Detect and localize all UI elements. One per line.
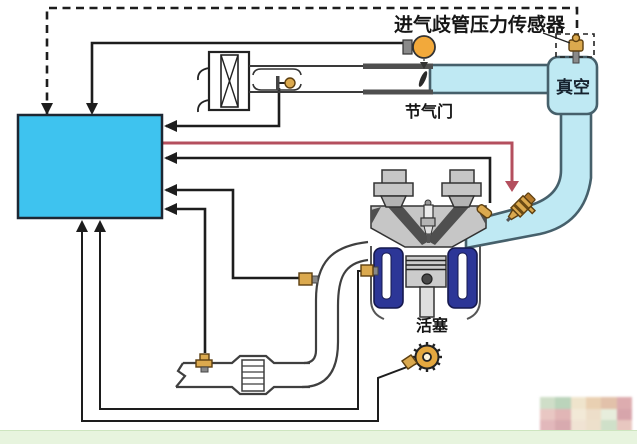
label-vacuum: 真空 [556,77,590,97]
piston [405,255,447,288]
crankshaft-gear [400,342,442,372]
oxygen-sensor-wire [164,203,207,353]
valve-cover-left [373,169,414,208]
air-inlet-hook-top [197,67,210,81]
intake-port-left [388,207,431,245]
exhaust-pipe-top [183,354,310,365]
intake-duct [249,65,365,93]
exhaust-downpipe-inner [303,240,369,365]
throttle-bore-vacuum [428,63,552,95]
intake-air-temp-sensor-wire [164,88,281,132]
label-leader-line [542,32,571,44]
throttle-valve [418,71,428,87]
wrist-pin [421,273,433,285]
valve-cover-right [441,169,482,208]
label-throttle: 节气门 [405,102,453,121]
crank-position-sensor-wire [76,220,408,422]
engine-top-sensor [476,204,493,219]
throttle-position-sensor [402,35,436,59]
block-temp-sensor [298,272,319,286]
gear-teeth [412,342,442,372]
throttle-body [363,59,433,95]
catalytic-converter [241,359,265,392]
watermark-mosaic [540,397,632,432]
intake-manifold-runner [464,106,593,250]
exhaust-system [175,240,369,396]
connecting-rod [419,286,435,318]
flow-vane-top [252,68,302,76]
label-piston: 活塞 [416,316,449,335]
intake-port-right [426,207,469,245]
crankshaft-position-sensor [400,354,419,370]
ecu-box [16,113,164,220]
engine-top-sensor-wire [164,152,492,203]
oxygen-sensor [195,353,213,373]
throttle-position-sensor-wire [86,41,406,115]
throttle-link-pointer [420,62,428,69]
footer-bar [0,430,637,444]
intake-air-temp-sensor [276,76,296,90]
injector-side-pin [526,205,537,215]
label-map-sensor: 进气歧管压力传感器 [394,13,566,36]
gear-center-hole [422,352,432,362]
exhaust-pipe-bottom [176,385,310,396]
air-inlet-hook-bottom [197,99,210,113]
fuel-injector [506,192,537,222]
block-temp-sensor-wire [164,184,300,280]
exhaust-downpipe-outer [301,258,369,389]
coolant-temp-sensor-wire [94,220,363,410]
injector-signal-wire [163,141,519,192]
spark-plug [420,199,436,243]
exhaust-pipe-broken-end [175,362,187,388]
manifold-pressure-sensor [542,32,595,64]
map-sensor-dashed-wire [41,6,579,115]
air-cleaner [197,50,251,113]
engine-assembly [298,169,493,320]
coolant-temp-sensor [360,264,379,277]
